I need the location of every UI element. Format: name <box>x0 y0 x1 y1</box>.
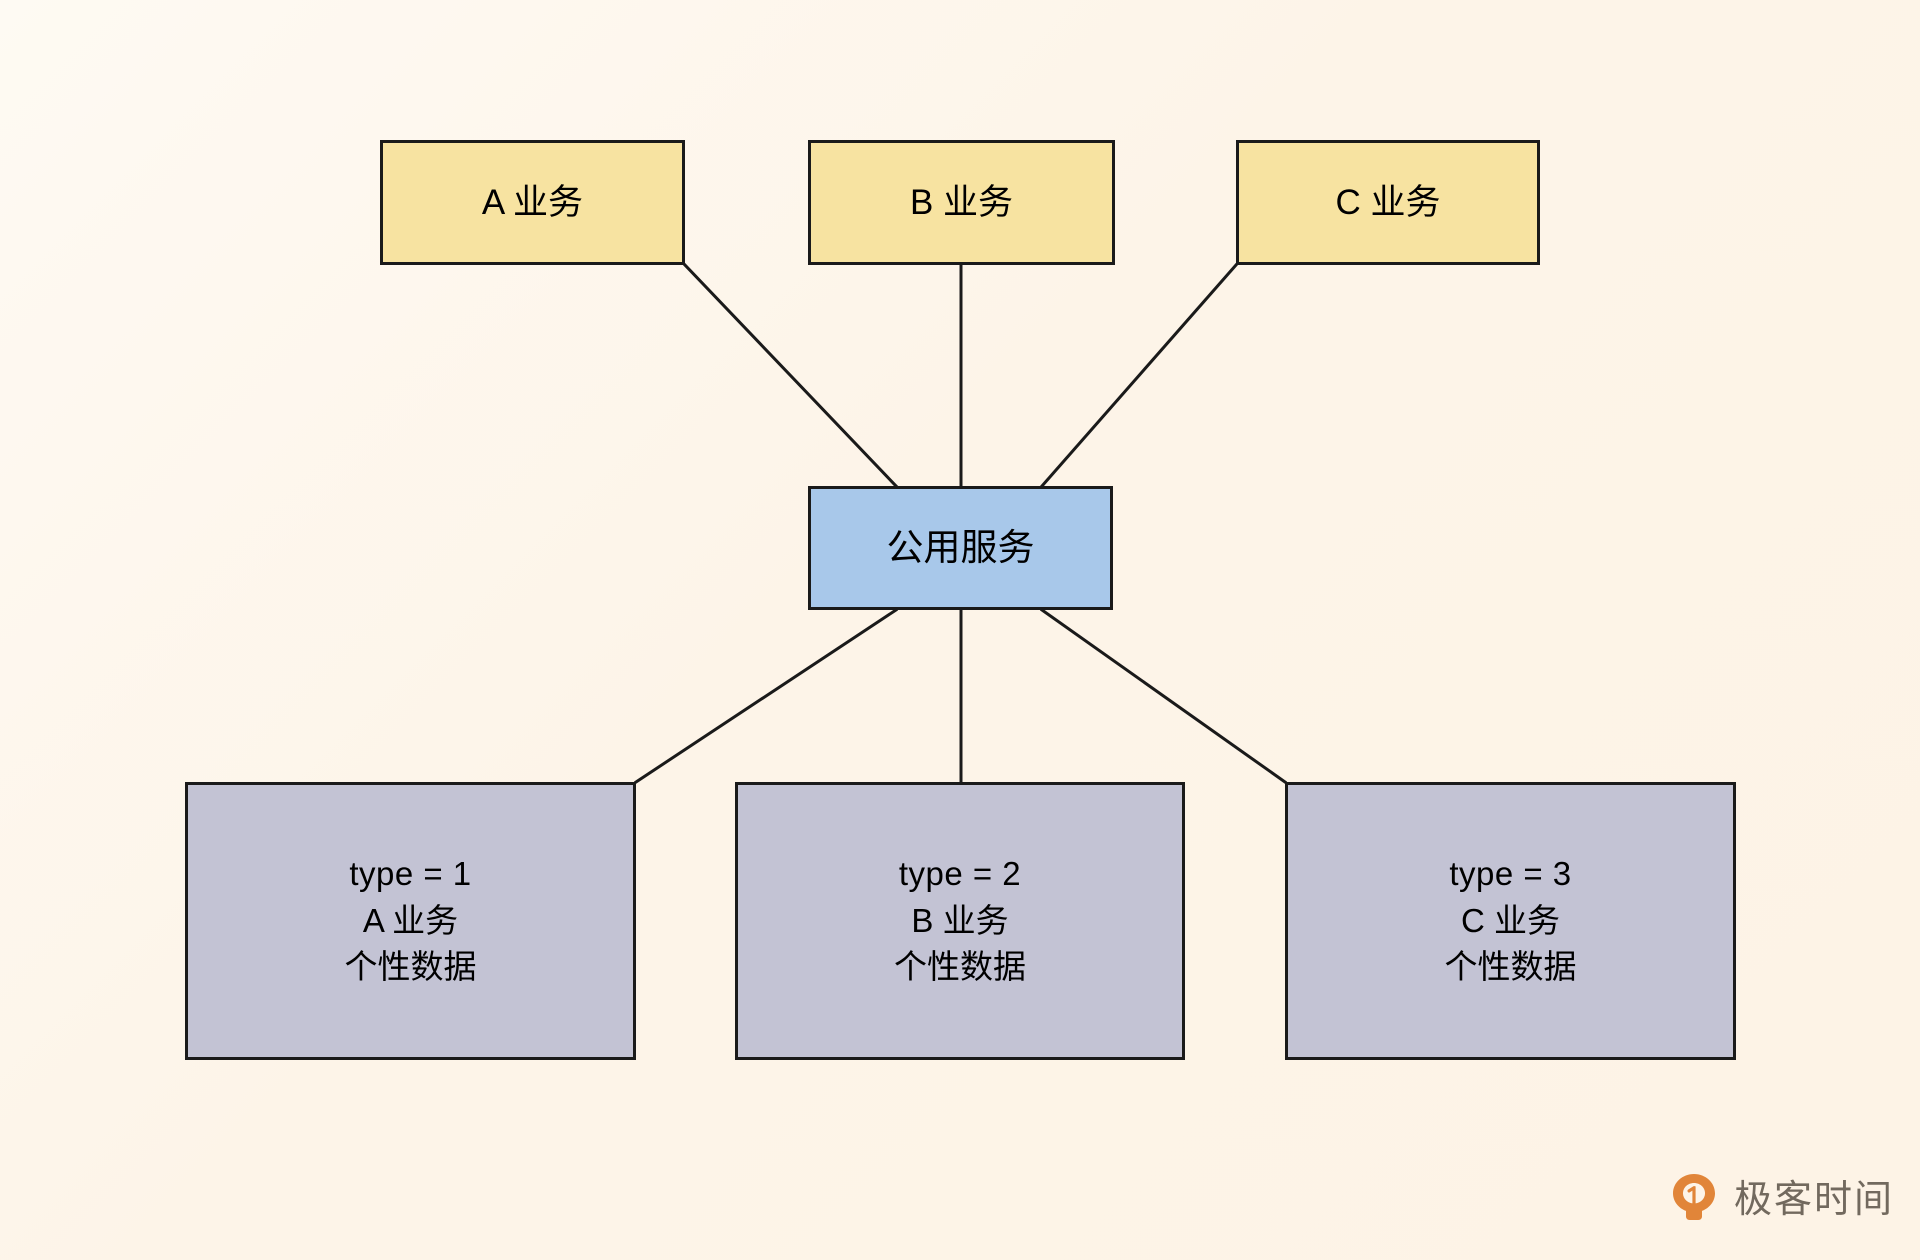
consumer-node-biz-a[interactable]: A 业务 <box>380 140 685 265</box>
data-node-data-2-desc: 个性数据 <box>894 948 1026 986</box>
service-node-common-service[interactable]: 公用服务 <box>808 486 1113 610</box>
watermark: 极客时间 <box>1668 1168 1894 1223</box>
data-node-data-3[interactable]: type = 3 C 业务 个性数据 <box>1285 782 1736 1060</box>
data-node-data-1[interactable]: type = 1 A 业务 个性数据 <box>185 782 636 1060</box>
service-node-label: 公用服务 <box>886 526 1035 568</box>
consumer-node-biz-c[interactable]: C 业务 <box>1236 140 1540 265</box>
data-node-data-3-biz: C 业务 <box>1461 901 1560 939</box>
consumer-node-biz-a-label: A 业务 <box>481 182 584 222</box>
consumer-node-biz-b[interactable]: B 业务 <box>808 140 1115 265</box>
data-node-data-1-type: type = 1 <box>349 854 472 892</box>
data-node-data-1-biz: A 业务 <box>362 901 459 939</box>
data-node-data-2-type: type = 2 <box>898 854 1022 892</box>
data-node-data-2[interactable]: type = 2 B 业务 个性数据 <box>735 782 1185 1060</box>
watermark-text: 极客时间 <box>1734 1177 1895 1221</box>
data-node-data-2-biz: B 业务 <box>911 901 1009 939</box>
geektime-logo-icon <box>1673 1173 1715 1220</box>
consumer-node-biz-b-label: B 业务 <box>909 182 1014 222</box>
data-node-data-3-type: type = 3 <box>1449 854 1572 892</box>
consumer-node-biz-c-label: C 业务 <box>1335 182 1441 222</box>
data-node-data-1-desc: 个性数据 <box>344 948 477 986</box>
data-node-data-3-desc: 个性数据 <box>1444 948 1577 986</box>
